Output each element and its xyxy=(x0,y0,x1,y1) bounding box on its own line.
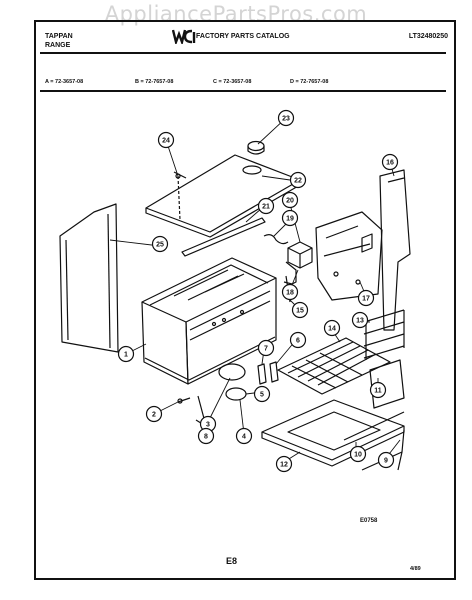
callout-label-18: 18 xyxy=(286,290,294,297)
watermark: AppliancePartsPros.com xyxy=(104,2,368,26)
callout-circle-17 xyxy=(357,289,375,307)
side-screw-part xyxy=(177,397,191,404)
callout-circle-25 xyxy=(151,235,169,253)
callout-circle-13 xyxy=(351,311,369,329)
catalog-frame xyxy=(34,20,456,580)
knob-part xyxy=(247,140,265,155)
screw-part xyxy=(173,171,187,221)
strip-part xyxy=(397,429,405,471)
variant-c: C = 72-3657-08 xyxy=(213,79,252,85)
callout-circle-24 xyxy=(157,131,175,149)
callout-label-9: 9 xyxy=(384,458,388,465)
callout-label-25: 25 xyxy=(156,242,164,249)
callout-circle-14 xyxy=(323,319,341,337)
callout-circle-20 xyxy=(281,191,299,209)
callout-label-7: 7 xyxy=(264,346,268,353)
callout-circle-4 xyxy=(235,427,253,445)
callout-circle-22 xyxy=(289,171,307,189)
callout-circle-18 xyxy=(281,283,299,301)
callout-label-23: 23 xyxy=(282,116,290,123)
brand-label: TAPPAN RANGE xyxy=(45,32,73,50)
side-panel-part xyxy=(59,203,119,353)
callout-label-5: 5 xyxy=(260,392,264,399)
callout-label-17: 17 xyxy=(362,296,370,303)
callout-label-11: 11 xyxy=(374,388,382,395)
trim-strip-part xyxy=(181,217,266,257)
catalog-date: 4/89 xyxy=(410,566,421,572)
seal-ring-part xyxy=(218,363,246,381)
callout-label-13: 13 xyxy=(356,318,364,325)
callout-circle-2 xyxy=(145,405,163,423)
small-brackets-part xyxy=(257,361,279,385)
callout-label-12: 12 xyxy=(280,462,288,469)
rack-part xyxy=(277,337,391,395)
callout-circle-1 xyxy=(117,345,135,363)
callout-circle-9 xyxy=(377,451,395,469)
rear-panel-part xyxy=(379,169,411,331)
callout-label-20: 20 xyxy=(286,198,294,205)
callout-label-21: 21 xyxy=(262,204,270,211)
callouts: 2423222120191815161713142517653429812101… xyxy=(117,109,399,473)
callout-circle-7 xyxy=(257,339,275,357)
grid-part xyxy=(363,309,405,360)
callout-label-1: 1 xyxy=(124,352,128,359)
callout-circle-23 xyxy=(277,109,295,127)
leader-lines xyxy=(109,117,401,463)
callout-circle-16 xyxy=(381,153,399,171)
ring-part xyxy=(225,387,247,401)
drip-pan-part xyxy=(343,411,405,471)
callout-circle-19 xyxy=(281,209,299,227)
wire-part xyxy=(263,234,289,245)
callout-circle-8 xyxy=(197,427,215,445)
callout-label-8: 8 xyxy=(204,434,208,441)
callout-label-22: 22 xyxy=(294,178,302,185)
top-plate-part xyxy=(145,154,301,238)
main-cabinet-part xyxy=(141,257,277,385)
callout-circle-12 xyxy=(275,455,293,473)
variant-a: A = 72-3657-08 xyxy=(45,79,84,85)
callout-label-6: 6 xyxy=(296,338,300,345)
drawing-code: E0758 xyxy=(360,518,378,524)
model-number: LT32480250 xyxy=(408,33,448,40)
callout-label-15: 15 xyxy=(296,308,304,315)
variant-divider xyxy=(40,90,446,92)
callout-circle-21 xyxy=(257,197,275,215)
callout-label-14: 14 xyxy=(328,326,336,333)
callout-circle-5 xyxy=(253,385,271,403)
callout-label-2: 2 xyxy=(152,412,156,419)
callout-label-24: 24 xyxy=(162,138,170,145)
brand-line-2: RANGE xyxy=(45,42,71,49)
variant-b: B = 72-7657-08 xyxy=(135,79,174,85)
callout-label-4: 4 xyxy=(242,434,246,441)
callout-label-19: 19 xyxy=(286,216,294,223)
header-divider xyxy=(40,52,446,54)
variant-d: D = 72-7657-08 xyxy=(290,79,329,85)
callout-label-16: 16 xyxy=(386,160,394,167)
back-panel-part xyxy=(315,211,383,301)
callout-circle-10 xyxy=(349,445,367,463)
callout-circle-6 xyxy=(289,331,307,349)
callout-label-10: 10 xyxy=(354,452,362,459)
catalog-title: FACTORY PARTS CATALOG xyxy=(196,33,290,40)
wci-logo-icon xyxy=(172,26,196,46)
brand-line-1: TAPPAN xyxy=(45,33,73,40)
callout-label-3: 3 xyxy=(206,422,210,429)
callout-circle-15 xyxy=(291,301,309,319)
callout-circle-11 xyxy=(369,381,387,399)
page-number: E8 xyxy=(226,556,238,566)
control-box-part xyxy=(287,241,313,269)
